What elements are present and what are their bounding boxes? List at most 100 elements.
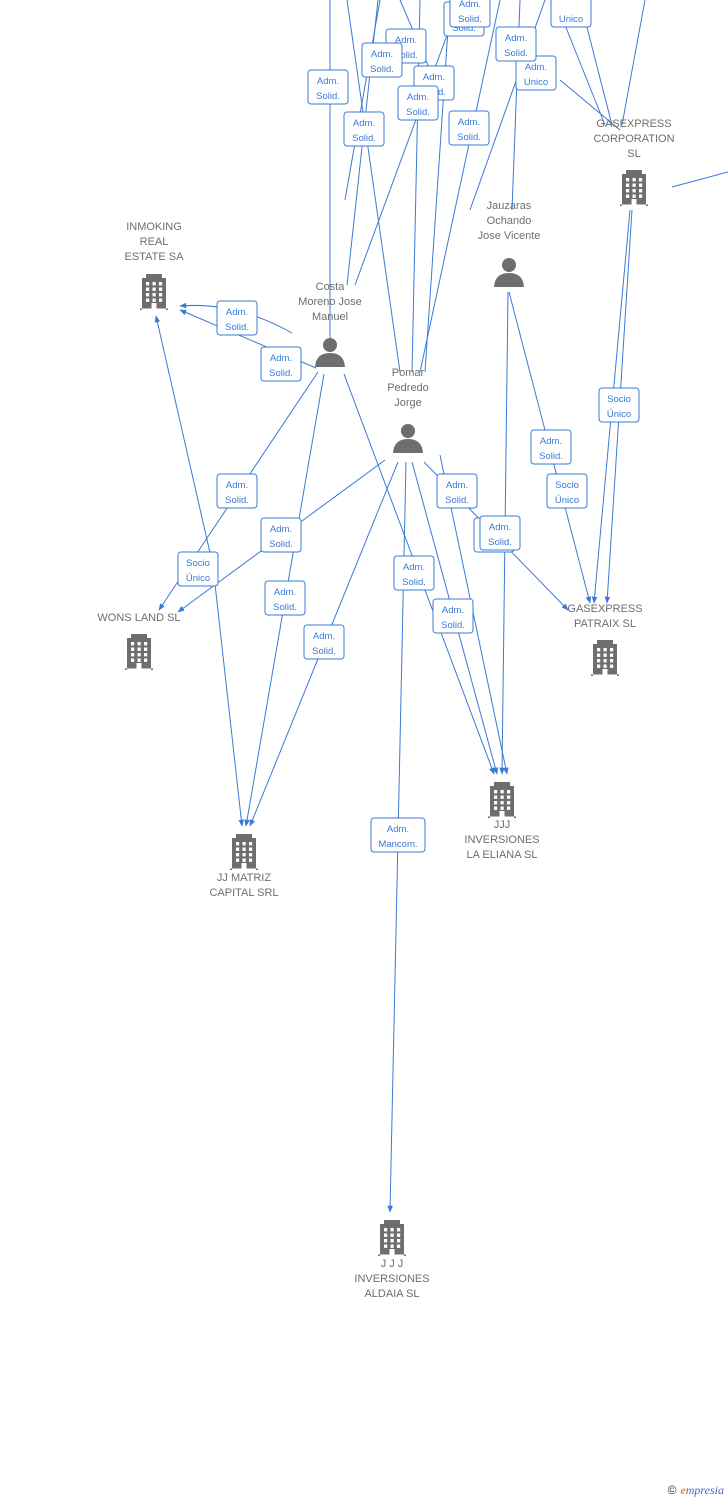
- edge-label-text: Adm.: [387, 824, 409, 835]
- edge-role-label: Adm. Solid.: [307, 69, 349, 105]
- edge-role-label: Adm.Solid.: [260, 517, 302, 553]
- edge-label-text: Solid.: [269, 368, 293, 379]
- brand-name: mpresia: [685, 1483, 724, 1497]
- node-label: REAL: [140, 236, 169, 248]
- node-label: WONS LAND SL: [97, 612, 180, 624]
- person-icon: [494, 258, 524, 287]
- edge-label-text: Adm.: [403, 562, 425, 573]
- edge-role-label: Adm.Solid.: [303, 624, 345, 660]
- edge-label-text: Adm.: [505, 33, 527, 44]
- node-label: GASEXPRESS: [596, 118, 671, 130]
- relation-edge: [621, 0, 646, 126]
- node-label: Ochando: [487, 215, 532, 227]
- edge-label-text: Adm.: [313, 631, 335, 642]
- node-label: JJJ: [494, 819, 511, 831]
- edge-label-text: Solid.: [504, 48, 528, 59]
- edge-label-text: Solid.: [445, 495, 469, 506]
- node-label: INMOKING: [126, 221, 182, 233]
- edge-label-text: Adm.: [540, 436, 562, 447]
- edge-label-text: Solid.: [452, 23, 476, 34]
- node-label: ESTATE SA: [125, 251, 185, 263]
- edge-role-label: Adm.Solid.: [436, 473, 478, 509]
- brand-logo: empresia: [680, 1483, 724, 1497]
- company-node[interactable]: INMOKING REAL ESTATE SA: [125, 221, 185, 310]
- edge-label-text: Solid.: [402, 577, 426, 588]
- node-label: LA ELIANA SL: [467, 849, 538, 861]
- node-label: PATRAIX SL: [574, 618, 636, 630]
- edge-label-text: Adm.: [442, 605, 464, 616]
- nodes-layer: INMOKING REAL ESTATE SA GASEXPRESSCORPORATI…: [97, 118, 674, 1300]
- edge-label-text: Solid.: [370, 64, 394, 75]
- edge-label-text: Solid.: [539, 451, 563, 462]
- node-label: Jauzaras: [487, 200, 532, 212]
- relation-edge: [354, 0, 461, 286]
- node-label: INVERSIONES: [464, 834, 539, 846]
- node-label: CAPITAL SRL: [209, 887, 278, 899]
- edge-label-text: Socio: [186, 558, 210, 569]
- node-label: J J J: [381, 1258, 404, 1270]
- node-label: Jorge: [394, 397, 422, 409]
- edge-label-text: Solid.: [316, 91, 340, 102]
- edge-label-text: Solid.: [457, 132, 481, 143]
- footer-brand: ©empresia: [668, 1483, 724, 1498]
- edge-labels-layer: Adm. Solid. Adm. Solid. Adm. Solid. Adm. Solid.…: [177, 0, 640, 853]
- building-icon: [140, 274, 168, 310]
- edge-role-label: Adm.Solid.: [264, 580, 306, 616]
- edge-label-text: Único: [607, 409, 631, 420]
- edge-role-label: Adm.Solid.: [216, 473, 258, 509]
- edge-label-text: Adm.: [489, 522, 511, 533]
- edge-label-text: Solid.: [352, 133, 376, 144]
- relation-edge: [154, 315, 214, 567]
- relation-edge: [671, 171, 728, 188]
- edge-label-text: Adm.: [270, 353, 292, 364]
- node-label: Pedredo: [387, 382, 429, 394]
- edge-label-text: Adm.: [226, 480, 248, 491]
- edge-role-label: Adm. Solid.: [393, 555, 435, 591]
- edge-role-label: Adm. Solid.: [397, 85, 439, 121]
- edge-role-label: Adm.Solid.: [432, 598, 474, 634]
- edge-label-text: Adm.: [525, 62, 547, 73]
- edge-label-text: Socio: [607, 394, 631, 405]
- company-node[interactable]: WONS LAND SL: [97, 612, 181, 670]
- edge-label-text: Único: [186, 573, 210, 584]
- edge-role-label: Adm.Solid.: [479, 515, 521, 551]
- edge-label-text: Único: [555, 495, 579, 506]
- building-icon: [620, 170, 648, 206]
- edge-role-label: Adm.Unico: [515, 55, 557, 91]
- edge-role-label: Adm. Solid.: [361, 42, 403, 78]
- brand-initial: e: [680, 1483, 686, 1497]
- edge-label-text: Adm.: [317, 76, 339, 87]
- building-icon: [591, 640, 619, 676]
- edge-label-text: Adm.: [458, 117, 480, 128]
- relation-edge: [212, 565, 245, 827]
- building-icon: [378, 1220, 406, 1256]
- edge-label-text: Adm.: [407, 92, 429, 103]
- edge-label-text: Adm.: [459, 0, 481, 10]
- node-label: INVERSIONES: [354, 1273, 429, 1285]
- building-icon: [125, 634, 153, 670]
- edge-label-text: Solid.: [269, 539, 293, 550]
- edge-role-label: Adm. Solid.: [495, 26, 537, 62]
- company-node[interactable]: JJJ INVERSIONES LA ELIANA SL: [464, 782, 540, 861]
- edge-label-text: Socio: [555, 480, 579, 491]
- edge-role-label: Adm. Mancom.: [370, 817, 426, 853]
- edge-label-text: Adm.: [371, 49, 393, 60]
- node-label: Moreno Jose: [298, 296, 362, 308]
- node-label: Manuel: [312, 311, 348, 323]
- relation-edge: [344, 0, 381, 201]
- edge-label-text: Solid.: [406, 107, 430, 118]
- edge-label-text: Mancom.: [378, 839, 417, 850]
- relation-edge: [559, 79, 621, 131]
- relation-edge: [424, 0, 451, 373]
- node-label: Pomar: [392, 367, 425, 379]
